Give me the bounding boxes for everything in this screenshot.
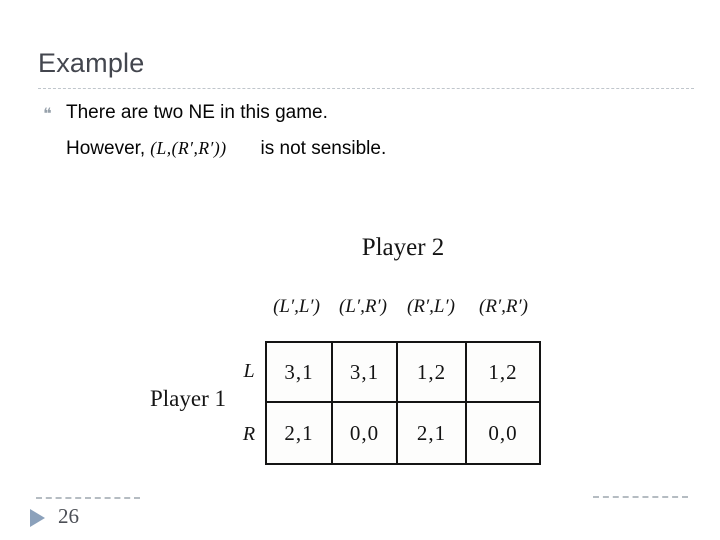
page-number: 26 — [58, 504, 79, 528]
body-text-line2: However,(L,(R′,R′)) is not sensible. — [66, 136, 386, 161]
footer-divider-right — [593, 496, 688, 498]
payoff-grid: 3,1 3,1 1,2 1,2 2,1 0,0 2,1 0,0 — [265, 341, 541, 465]
title-divider — [38, 88, 694, 89]
payoff-cell: 3,1 — [333, 343, 398, 403]
line2-prefix: However, — [66, 138, 146, 159]
payoff-cell: 0,0 — [333, 403, 398, 463]
payoff-cell: 3,1 — [267, 343, 333, 403]
payoff-cell: 2,1 — [267, 403, 333, 463]
payoff-cell: 2,1 — [398, 403, 467, 463]
player2-label: Player 2 — [361, 234, 445, 261]
row-label-R: R — [242, 423, 256, 445]
player1-label: Player 1 — [150, 386, 227, 411]
payoff-cell: 1,2 — [467, 343, 539, 403]
payoff-cell: 1,2 — [398, 343, 467, 403]
strategy-profile-formula: (L,(R′,R′)) — [150, 138, 227, 158]
line2-suffix: is not sensible. — [260, 138, 387, 159]
body-text-line1: There are two NE in this game. — [66, 102, 328, 123]
page-title: Example — [38, 48, 145, 78]
row-label-L: L — [243, 360, 255, 382]
column-header: (R′,L′) — [407, 296, 455, 317]
footer-divider-left — [36, 497, 140, 499]
column-header: (L′,R′) — [339, 296, 387, 317]
quote-bullet-icon: ❝ — [43, 104, 52, 123]
column-header: (L′,L′) — [273, 296, 320, 317]
payoff-cell: 0,0 — [488, 420, 518, 445]
column-header: (R′,R′) — [479, 296, 528, 317]
slide-arrow-icon — [30, 509, 45, 527]
